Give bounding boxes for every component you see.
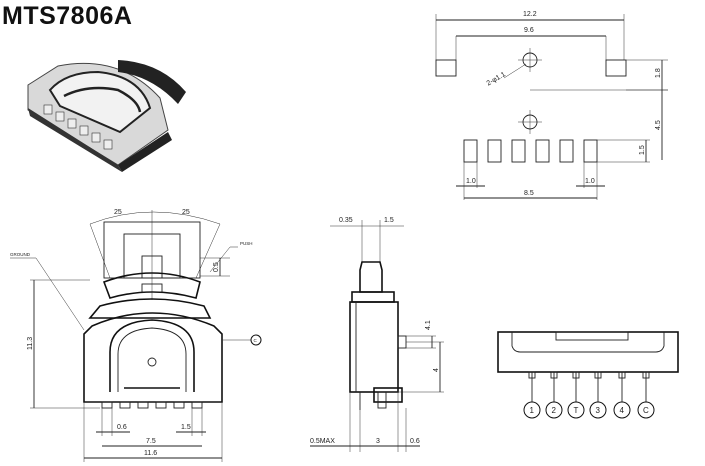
pin-label-4: 4 bbox=[620, 406, 625, 415]
total-width-label: 8.5 bbox=[524, 190, 534, 197]
pin-offset-b-label: 1.5 bbox=[181, 424, 191, 431]
top-width-label: 12.2 bbox=[523, 11, 537, 18]
pitch-height-label: 4.5 bbox=[655, 120, 662, 130]
ground-label: GROUND bbox=[10, 252, 31, 257]
product-photo bbox=[27, 60, 186, 172]
front-view: 25 25 PUSH 0.5 GROUND C 11.3 bbox=[10, 209, 262, 462]
side-top-left-label: 0.35 bbox=[339, 217, 353, 224]
pin-label-c: C bbox=[643, 406, 649, 415]
side-view: 0.35 1.5 4.1 4 0.5MAX 3 0.6 bbox=[310, 217, 444, 452]
pin-offset-a-label: 0.6 bbox=[117, 424, 127, 431]
mount-pad-right bbox=[605, 59, 627, 77]
part-number-title: MTS7806A bbox=[2, 2, 133, 30]
pad-right-width-label: 1.0 bbox=[585, 178, 595, 185]
pin-circle-3 bbox=[589, 401, 607, 419]
span-inner-label: 7.5 bbox=[146, 438, 156, 445]
side-top-right-label: 1.5 bbox=[384, 217, 394, 224]
span-total-label: 11.6 bbox=[144, 450, 157, 457]
common-marker-label: C bbox=[254, 338, 258, 343]
height-label: 11.3 bbox=[27, 337, 34, 350]
solder-pads bbox=[463, 139, 598, 163]
stem-width-label: 4.1 bbox=[425, 320, 432, 330]
stem-height-label: 4 bbox=[433, 368, 440, 372]
pin-label-1: 1 bbox=[530, 406, 535, 415]
push-label: PUSH bbox=[240, 241, 253, 246]
side-bottom-right-label: 0.6 bbox=[410, 438, 420, 445]
pin-label-t: T bbox=[574, 406, 579, 415]
side-bottom-mid-label: 3 bbox=[376, 438, 380, 445]
angle-right-label: 25 bbox=[182, 209, 190, 216]
pin-circle-1 bbox=[523, 401, 541, 419]
pin-circle-4 bbox=[613, 401, 631, 419]
mount-pad-left bbox=[435, 59, 457, 77]
pin-label-2: 2 bbox=[552, 406, 557, 415]
pin-circle-2 bbox=[545, 401, 563, 419]
top-view: 12.2 9.6 2-φ1.1 1.8 4.5 1.5 bbox=[435, 11, 668, 200]
pin-view: 1 2 T 3 4 C bbox=[497, 331, 679, 419]
pad-left-width-label: 1.0 bbox=[466, 178, 476, 185]
pad-height-label: 1.5 bbox=[639, 145, 646, 155]
pin-label-3: 3 bbox=[596, 406, 601, 415]
inner-width-label: 9.6 bbox=[524, 27, 534, 34]
pin-labels: 1 2 T 3 4 C bbox=[523, 401, 655, 419]
pin-circle-c bbox=[637, 401, 655, 419]
pin-circle-t bbox=[567, 401, 585, 419]
travel-label: 0.5 bbox=[213, 262, 220, 272]
angle-left-label: 25 bbox=[114, 209, 122, 216]
pin-leads bbox=[528, 371, 650, 402]
side-bottom-left-label: 0.5MAX bbox=[310, 438, 335, 445]
hole-label: 2-φ1.1 bbox=[486, 71, 507, 87]
right-height-label: 1.8 bbox=[655, 68, 662, 78]
